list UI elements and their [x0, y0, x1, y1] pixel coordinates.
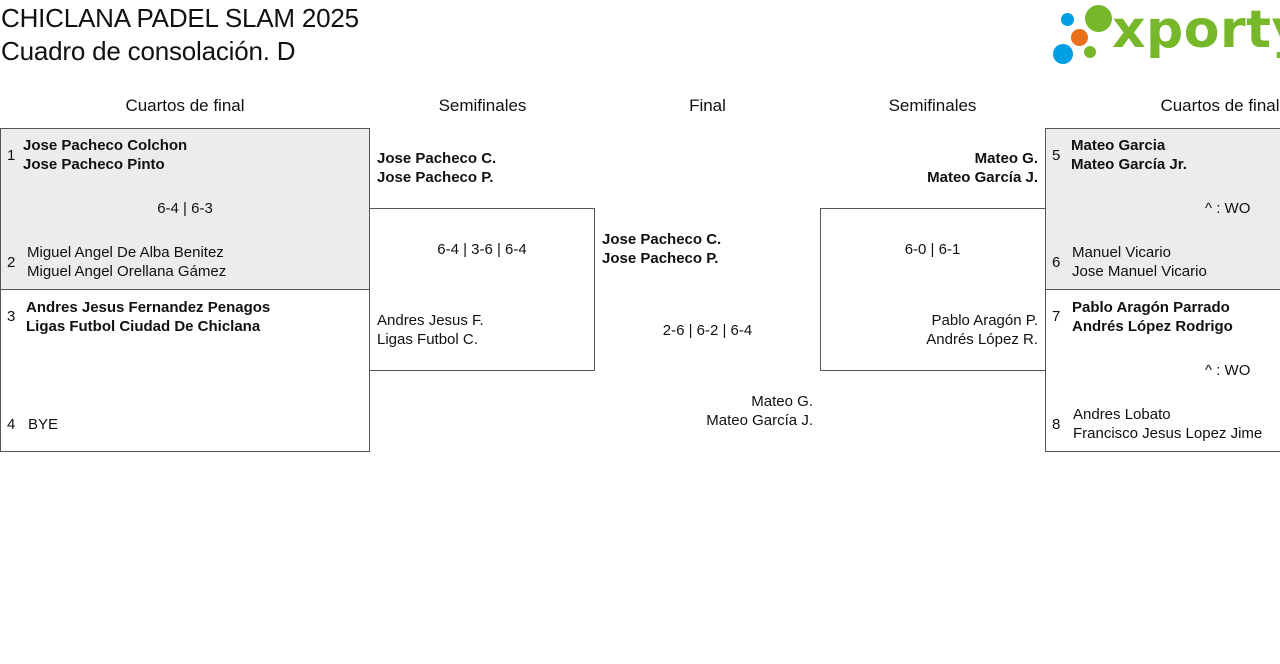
draw-subtitle: Cuadro de consolación. D — [1, 36, 296, 66]
logo-dot-blue-top — [1061, 13, 1074, 26]
player-name: Mateo García Jr. — [1071, 156, 1187, 173]
col-header-final: Final — [689, 96, 726, 115]
player-name: Mateo G. — [751, 393, 813, 410]
player-name: Jose Pacheco C. — [602, 231, 722, 248]
player-name: Andres Jesus Fernandez Penagos — [26, 299, 271, 316]
seed-number: 6 — [1052, 254, 1061, 271]
player-name: Jose Pacheco P. — [377, 169, 494, 186]
match-score: 6-4 | 6-3 — [157, 200, 213, 217]
seed-number: 8 — [1052, 416, 1061, 433]
seed-number: 1 — [7, 147, 16, 164]
seed-number: 5 — [1052, 147, 1061, 164]
seed-number: 3 — [7, 308, 16, 325]
player-name: Andrés López R. — [926, 331, 1038, 348]
player-name: Ligas Futbol C. — [377, 331, 478, 348]
player-name: Pablo Aragón P. — [931, 312, 1038, 329]
match-score: 2-6 | 6-2 | 6-4 — [662, 322, 753, 339]
qf-right-match-1[interactable] — [1045, 128, 1280, 290]
player-name: Andres Jesus F. — [377, 312, 484, 329]
player-name: Mateo García J. — [706, 412, 813, 429]
player-name: Jose Manuel Vicario — [1072, 263, 1207, 280]
player-name: Mateo Garcia — [1071, 137, 1166, 154]
player-name: Manuel Vicario — [1072, 244, 1171, 261]
tournament-title: CHICLANA PADEL SLAM 2025 — [1, 3, 359, 33]
player-name: Jose Pacheco C. — [377, 150, 497, 167]
player-name: Jose Pacheco Pinto — [23, 156, 165, 173]
xporty-logo[interactable]: xporty — [1050, 0, 1280, 68]
match-score: 6-0 | 6-1 — [904, 241, 961, 258]
logo-dot-orange — [1071, 29, 1088, 46]
logo-wordmark: xporty — [1112, 0, 1280, 60]
logo-dot-green-top — [1085, 5, 1112, 32]
player-name: Ligas Futbol Ciudad De Chiclana — [26, 318, 261, 335]
player-name: Francisco Jesus Lopez Jime — [1073, 425, 1263, 442]
player-name: Andres Lobato — [1073, 406, 1171, 423]
col-header-qf-right: Cuartos de final — [1160, 96, 1280, 115]
player-name: Pablo Aragón Parrado — [1072, 299, 1230, 316]
seed-number: 2 — [7, 254, 16, 271]
col-header-sf-left: Semifinales — [438, 96, 527, 115]
player-name: Miguel Angel De Alba Benitez — [27, 244, 224, 261]
walkover-label: ^ : WO — [1205, 200, 1251, 217]
player-name: Jose Pacheco P. — [602, 250, 719, 267]
sf-left-match[interactable] — [369, 208, 595, 371]
seed-number: 4 — [7, 416, 16, 433]
player-name: Miguel Angel Orellana Gámez — [27, 263, 227, 280]
seed-number: 7 — [1052, 308, 1061, 325]
qf-right-match-2[interactable] — [1045, 289, 1280, 452]
player-name: Andrés López Rodrigo — [1072, 318, 1233, 335]
walkover-label: ^ : WO — [1205, 362, 1251, 379]
player-name: BYE — [28, 416, 59, 433]
player-name: Jose Pacheco Colchon — [23, 137, 188, 154]
col-header-qf-left: Cuartos de final — [125, 96, 245, 115]
player-name: Mateo G. — [974, 150, 1038, 167]
player-name: Mateo García J. — [927, 169, 1038, 186]
logo-dot-green-bottom — [1084, 46, 1096, 58]
qf-left-match-1[interactable] — [0, 128, 370, 290]
match-score: 6-4 | 3-6 | 6-4 — [437, 241, 527, 258]
col-header-sf-right: Semifinales — [888, 96, 977, 115]
logo-dot-blue-bottom — [1053, 44, 1073, 64]
